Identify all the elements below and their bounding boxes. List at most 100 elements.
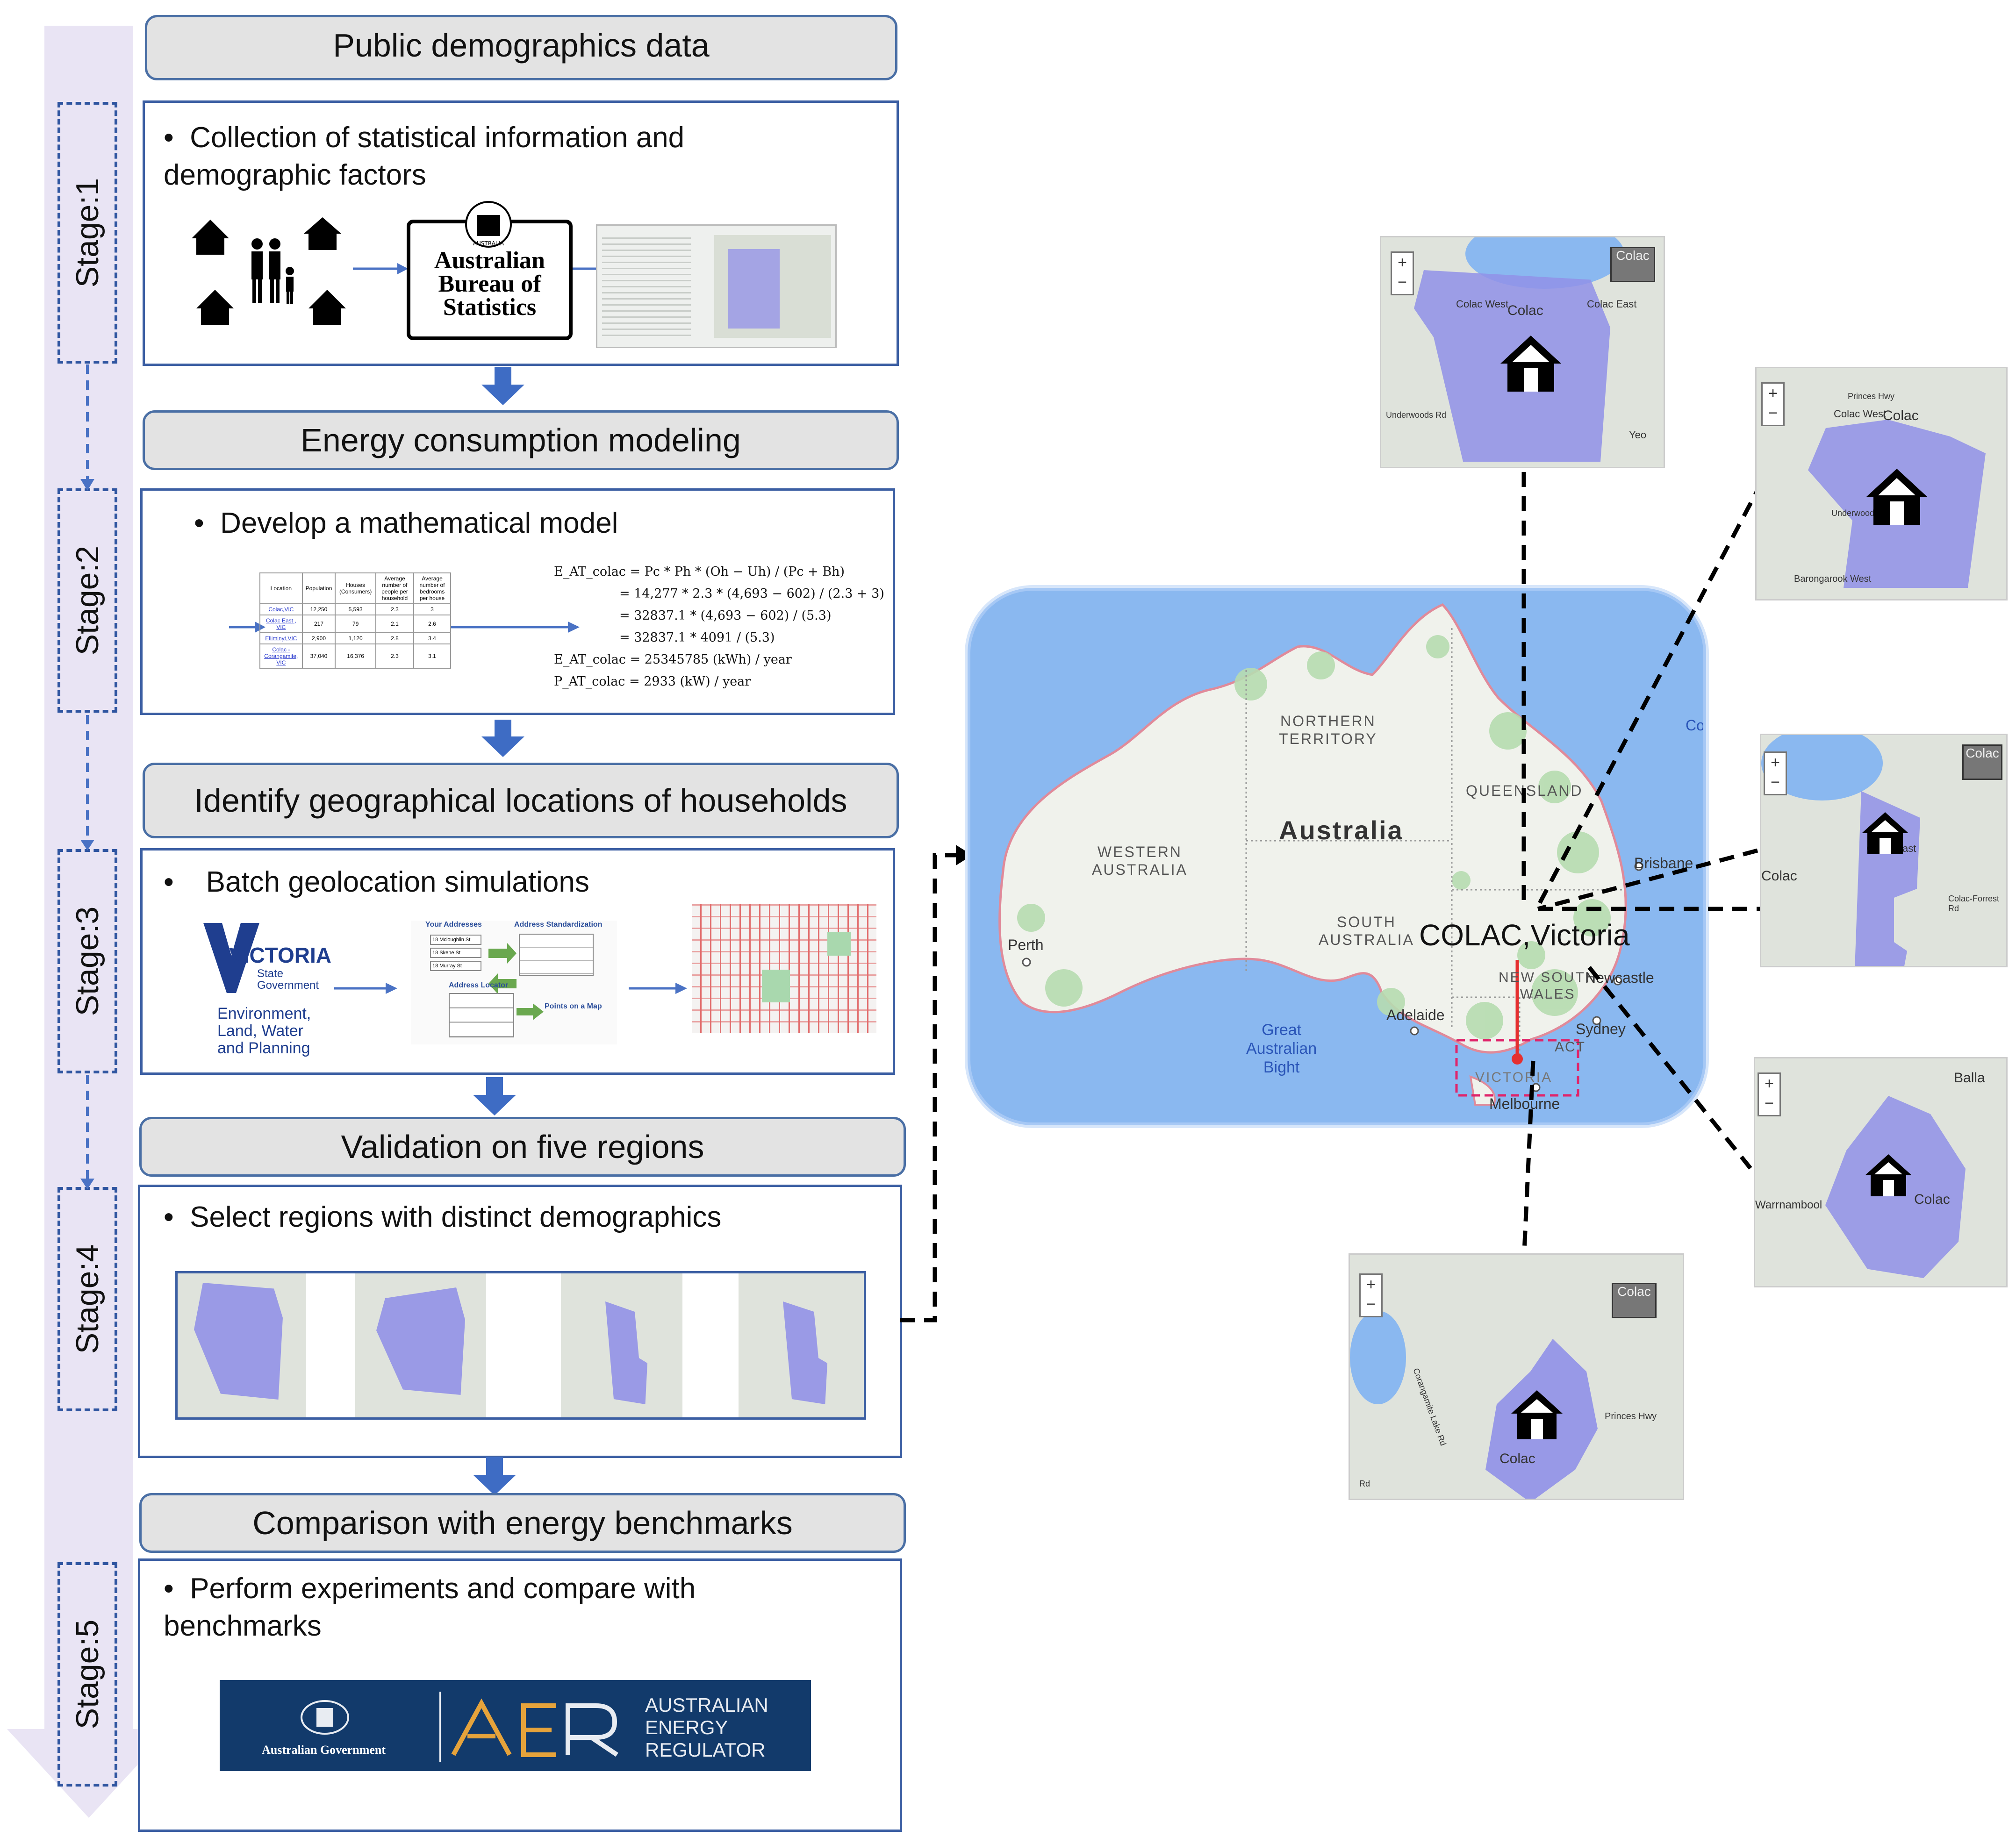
- map-label: Princes Hwy: [1605, 1411, 1657, 1422]
- map-label: Colac-Forrest Rd: [1948, 894, 2000, 913]
- bullet-dot: •: [164, 122, 190, 154]
- stage-4-box: • Select regions with distinct demograph…: [138, 1185, 902, 1458]
- equation-line: = 14,277 * 2.3 * (4,693 − 602) / (2.3 + …: [619, 586, 884, 601]
- bullet-4: • Select regions with distinct demograph…: [164, 1201, 722, 1233]
- victoria-state: State: [257, 967, 284, 980]
- house-icon: [1511, 1390, 1563, 1439]
- map-label: Barongarook West: [1794, 574, 1872, 584]
- bullet-3: • Batch geolocation simulations: [164, 866, 589, 898]
- map-label: Yeo: [1629, 429, 1647, 441]
- stage-5-label: Stage:5: [57, 1562, 117, 1787]
- map-label-sydney: Sydney: [1576, 1021, 1626, 1037]
- stage-5-box: • Perform experiments and compare with b…: [138, 1558, 902, 1832]
- header-validation: Validation on five regions: [139, 1117, 906, 1177]
- map-label: Colac: [1883, 408, 1919, 423]
- zoom-control[interactable]: +−: [1761, 382, 1785, 426]
- svg-text:AUSTRALIA: AUSTRALIA: [473, 240, 504, 247]
- inset-map[interactable]: Colac: [1610, 247, 1655, 282]
- map-label: Corangamite Lake Rd: [1411, 1367, 1448, 1447]
- equation-line: E_AT_colac = Pc * Ph * (Oh − Uh) / (Pc +…: [554, 565, 845, 579]
- aer-divider: [439, 1692, 441, 1762]
- geocoding-diagram: Your Addresses Address Standardization 1…: [411, 921, 617, 1044]
- geocode-your-addresses: Your Addresses: [425, 921, 482, 929]
- equation-line: = 32837.1 * 4091 / (5.3): [619, 630, 775, 645]
- map-label: Balla: [1954, 1070, 1985, 1086]
- region-thumb-1: [178, 1273, 306, 1417]
- aer-logo-icon: [451, 1698, 618, 1757]
- stage-4-label: Stage:4: [57, 1187, 117, 1411]
- bullet-dot: •: [164, 1201, 190, 1233]
- aer-banner: Australian Government AUSTRALIAN ENERGY …: [220, 1680, 811, 1771]
- stage-1-box: • Collection of statistical information …: [143, 100, 899, 366]
- inset-map[interactable]: Colac: [1962, 744, 2002, 780]
- down-arrow-2: [481, 736, 524, 757]
- region-thumb-3: [561, 1273, 682, 1417]
- equation-line: E_AT_colac = 25345785 (kWh) / year: [554, 652, 792, 667]
- points-map-park: [762, 970, 790, 1002]
- bullet-1: • Collection of statistical information …: [164, 122, 685, 191]
- address-list: 18 Mcloughlin St 18 Skene St 18 Murray S…: [430, 935, 481, 971]
- victoria-v-icon: [203, 923, 259, 993]
- down-arrow-3-shaft: [486, 1077, 503, 1096]
- map-label: Princes Hwy: [1848, 392, 1895, 401]
- map-label-sa: SOUTH AUSTRALIA: [1319, 914, 1414, 948]
- census-screenshot: [596, 224, 837, 348]
- address-points-map: [692, 904, 876, 1033]
- map-label-country: Australia: [1279, 815, 1404, 845]
- map-label: Colac West: [1456, 298, 1509, 310]
- map-label-melbourne: Melbourne: [1489, 1095, 1560, 1112]
- address-item: 18 Murray St: [430, 961, 481, 971]
- region-thumb-4: [739, 1273, 864, 1417]
- geocode-address-locator: Address Locator: [449, 981, 509, 989]
- map-label-colac: COLAC,Victoria: [1419, 918, 1630, 952]
- census-text-column: [602, 233, 691, 340]
- stage-3-label: Stage:3: [57, 849, 117, 1073]
- map-label-bight: Great Australian Bight: [1246, 1021, 1317, 1076]
- region-map-4: +− Warrnambool Balla Colac: [1754, 1057, 2008, 1287]
- header-energy-modeling: Energy consumption modeling: [143, 410, 899, 470]
- green-arrows: [488, 943, 517, 994]
- map-label: Rd: [1359, 1479, 1370, 1488]
- victoria-dept-line2: Land, Water: [217, 1022, 303, 1040]
- house-icon: [1865, 1154, 1912, 1196]
- bullet-2: • Develop a mathematical model: [194, 507, 618, 539]
- zoom-control[interactable]: +−: [1764, 751, 1787, 795]
- map-label-vic: VICTORIA: [1475, 1070, 1553, 1085]
- bullet-dot: •: [164, 866, 206, 898]
- equation-line: P_AT_colac = 2933 (kW) / year: [554, 674, 751, 689]
- bullet-5: • Perform experiments and compare with b…: [164, 1572, 696, 1642]
- down-arrow-1: [481, 385, 524, 405]
- map-label: Colac: [1507, 303, 1543, 318]
- map-label: Colac East: [1587, 298, 1637, 310]
- zoom-control[interactable]: +−: [1391, 251, 1414, 295]
- points-map-park: [827, 932, 851, 956]
- region-map-5: +− Colac Colac Princes Hwy Corangamite L…: [1349, 1253, 1684, 1500]
- bullet-dot: •: [194, 507, 221, 539]
- header-geolocation: Identify geographical locations of house…: [143, 763, 899, 838]
- aer-line3: REGULATOR: [645, 1739, 766, 1761]
- region-map-3: +− Colac Colac East Colac Colac-Forrest …: [1760, 734, 2008, 967]
- victoria-dept-line3: and Planning: [217, 1039, 310, 1057]
- map-label-wa: WESTERN AUSTRALIA: [1092, 843, 1188, 878]
- house-icon: [1862, 812, 1908, 854]
- map-label-nsw: NEW SOUTH WALES: [1499, 970, 1597, 1002]
- census-map: [714, 235, 831, 338]
- aer-gov-text: Australian Government: [262, 1743, 386, 1757]
- arrow-to-geocoder: [334, 983, 397, 994]
- map-label-coral: Co: [1686, 717, 1705, 734]
- inset-map[interactable]: Colac: [1612, 1283, 1657, 1318]
- map-label: Colac West: [1834, 408, 1887, 420]
- bullet-dot: •: [164, 1572, 190, 1605]
- equation-line: = 32837.1 * (4,693 − 602) / (5.3): [619, 608, 832, 623]
- region-map-2: +− Colac Colac West Barongarook West Und…: [1755, 367, 2008, 600]
- zoom-control[interactable]: +−: [1359, 1273, 1383, 1317]
- households-icon-group: [192, 217, 346, 325]
- down-arrow-4-shaft: [486, 1457, 503, 1476]
- header-benchmarks: Comparison with energy benchmarks: [139, 1493, 906, 1553]
- zoom-control[interactable]: +−: [1758, 1072, 1781, 1116]
- map-label-perth: Perth: [1008, 936, 1044, 953]
